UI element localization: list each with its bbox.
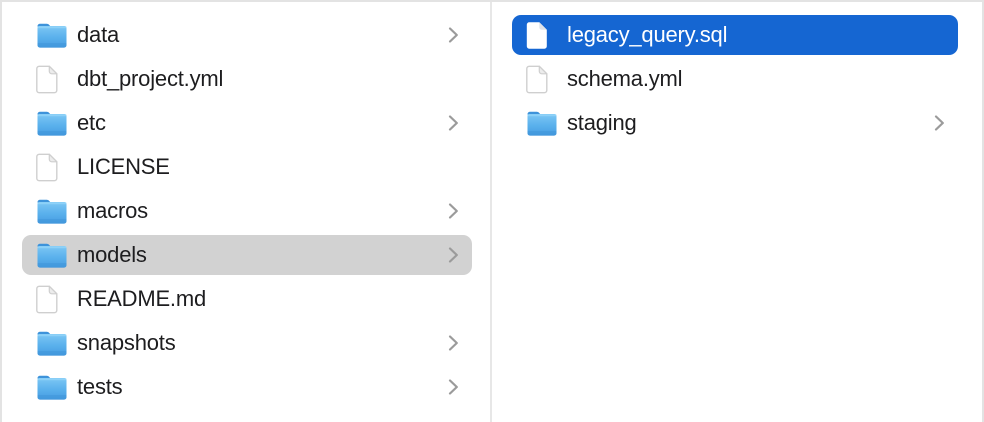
- chevron-right-icon: [448, 202, 459, 220]
- file-row-dbt-project-yml[interactable]: dbt_project.yml: [22, 59, 472, 99]
- chevron-right-icon: [448, 246, 459, 264]
- item-label: models: [77, 242, 147, 267]
- folder-row-models[interactable]: models: [22, 235, 472, 275]
- finder-column-left: data dbt_project.yml etc LICENSE macros …: [2, 2, 490, 422]
- item-label: schema.yml: [567, 66, 683, 91]
- chevron-right-icon: [448, 334, 459, 352]
- file-row-schema-yml[interactable]: schema.yml: [512, 59, 958, 99]
- item-label: snapshots: [77, 330, 176, 355]
- folder-icon: [36, 374, 70, 401]
- item-label: macros: [77, 198, 148, 223]
- item-label: legacy_query.sql: [567, 22, 728, 47]
- item-label: dbt_project.yml: [77, 66, 224, 91]
- folder-icon: [526, 110, 560, 137]
- folder-row-tests[interactable]: tests: [22, 367, 472, 407]
- folder-row-macros[interactable]: macros: [22, 191, 472, 231]
- item-label: README.md: [77, 286, 206, 311]
- folder-icon: [36, 22, 70, 49]
- file-icon: [36, 153, 70, 182]
- file-icon: [526, 21, 560, 50]
- file-row-license[interactable]: LICENSE: [22, 147, 472, 187]
- finder-column-right: legacy_query.sql schema.yml staging: [492, 2, 982, 422]
- folder-row-staging[interactable]: staging: [512, 103, 958, 143]
- folder-icon: [36, 242, 70, 269]
- file-row-readme-md[interactable]: README.md: [22, 279, 472, 319]
- folder-row-etc[interactable]: etc: [22, 103, 472, 143]
- item-label: etc: [77, 110, 106, 135]
- item-label: LICENSE: [77, 154, 170, 179]
- item-label: tests: [77, 374, 123, 399]
- item-label: data: [77, 22, 120, 47]
- chevron-right-icon: [448, 26, 459, 44]
- chevron-right-icon: [448, 378, 459, 396]
- chevron-right-icon: [448, 114, 459, 132]
- folder-row-snapshots[interactable]: snapshots: [22, 323, 472, 363]
- column-divider[interactable]: [490, 2, 492, 422]
- file-row-legacy-query-sql[interactable]: legacy_query.sql: [512, 15, 958, 55]
- folder-icon: [36, 110, 70, 137]
- file-icon: [526, 65, 560, 94]
- folder-row-data[interactable]: data: [22, 15, 472, 55]
- chevron-right-icon: [934, 114, 945, 132]
- file-icon: [36, 65, 70, 94]
- folder-icon: [36, 330, 70, 357]
- file-icon: [36, 285, 70, 314]
- folder-icon: [36, 198, 70, 225]
- item-label: staging: [567, 110, 637, 135]
